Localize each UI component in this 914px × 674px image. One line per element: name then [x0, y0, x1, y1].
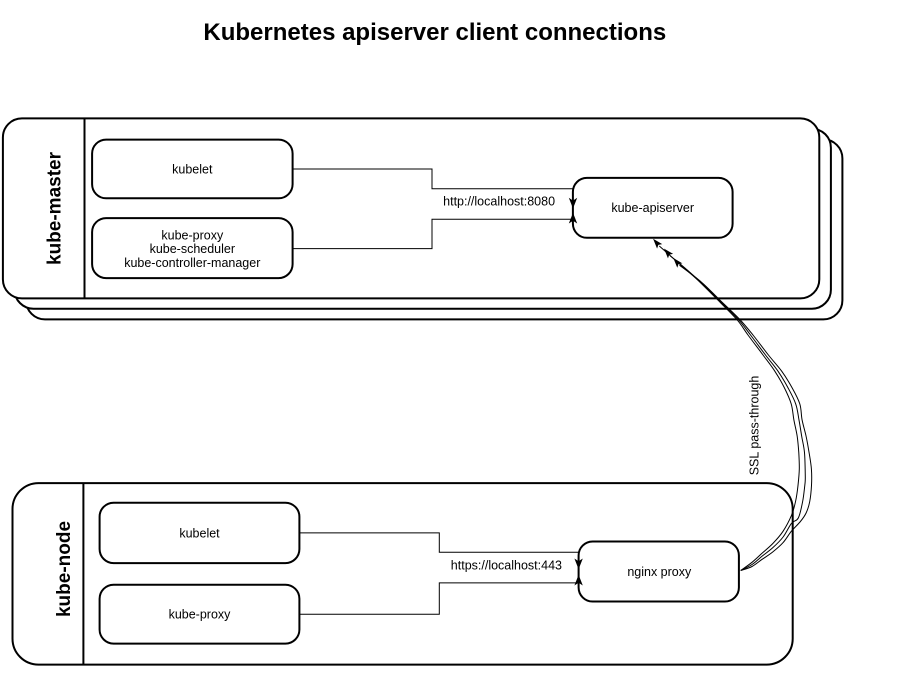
- svg-text:kube-proxy: kube-proxy: [161, 228, 224, 242]
- svg-text:Kubernetes apiserver client co: Kubernetes apiserver client connections: [203, 19, 666, 46]
- svg-text:kube-node: kube-node: [54, 521, 75, 617]
- svg-text:kube-controller-manager: kube-controller-manager: [124, 256, 260, 270]
- svg-text:kube-scheduler: kube-scheduler: [150, 242, 235, 256]
- svg-text:kubelet: kubelet: [179, 526, 220, 540]
- svg-text:http://localhost:8080: http://localhost:8080: [443, 194, 555, 208]
- svg-text:kube-apiserver: kube-apiserver: [611, 201, 694, 215]
- svg-text:nginx proxy: nginx proxy: [627, 565, 692, 579]
- svg-text:kube-master: kube-master: [45, 151, 66, 265]
- svg-text:https://localhost:443: https://localhost:443: [451, 559, 562, 573]
- svg-text:kubelet: kubelet: [172, 162, 213, 176]
- svg-text:kube-proxy: kube-proxy: [169, 608, 232, 622]
- svg-text:SSL pass-through: SSL pass-through: [748, 376, 762, 476]
